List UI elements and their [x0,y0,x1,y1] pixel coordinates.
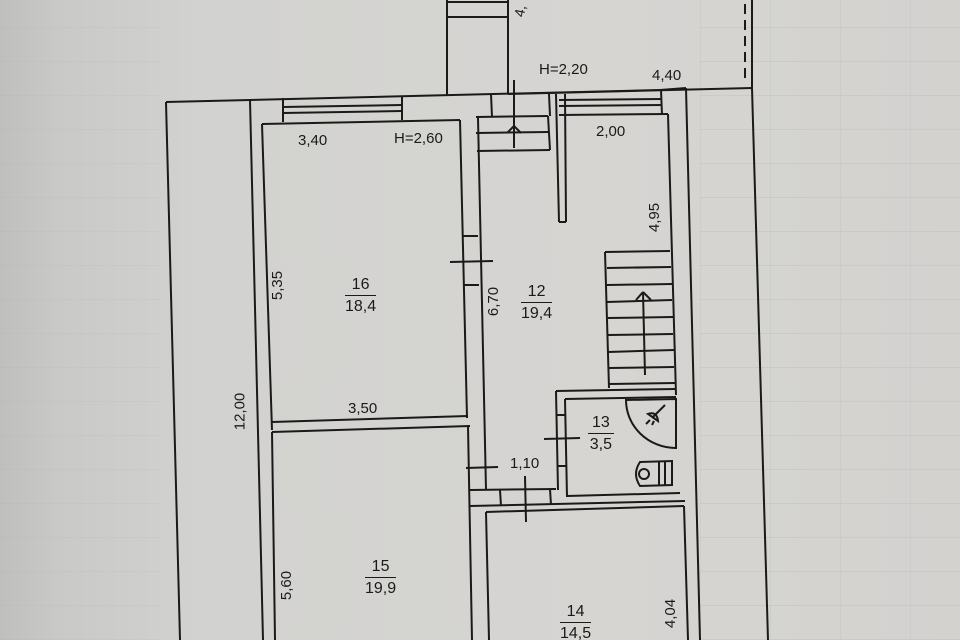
room-15-number: 15 [365,559,397,578]
room-14-area: 14,5 [560,625,592,640]
dim-annex-width: 4,40 [652,67,682,84]
room-12-area: 19,4 [521,305,553,322]
room-13-walls [543,388,681,498]
height-main: H=2,60 [394,130,443,147]
room-15-label: 15 19,9 [365,559,397,597]
room-16-area: 18,4 [345,298,377,315]
dim-overall-length: 12,00 [231,392,249,431]
staircase [604,250,676,389]
room-14-walls [485,505,689,640]
room-14-number: 14 [560,604,592,623]
window-room-12 [558,89,677,396]
toilet-fixture [635,459,673,488]
dim-room15-length: 5,60 [278,570,296,601]
dim-corridor-width: 1,10 [510,455,540,472]
window-room-16 [282,96,403,122]
dim-stair-side: 4,95 [646,202,664,233]
room-12-label: 12 19,4 [521,284,553,322]
room-15-area: 19,9 [365,580,397,597]
left-extension-outline [165,99,251,640]
shower-fixture [624,397,677,449]
door-room16-room12 [449,235,494,286]
annex-outline [446,0,753,96]
room-16-number: 16 [345,277,377,296]
background-table-grid [700,0,960,640]
height-annex: H=2,20 [539,61,588,78]
dim-top-right-room: 2,00 [596,123,626,140]
room-13-number: 13 [588,415,614,434]
background-grid-left [0,0,160,640]
room-13-label: 13 3,5 [588,415,614,453]
room-13-area: 3,5 [589,436,613,453]
room-15-walls [271,425,473,640]
room-14-label: 14 14,5 [560,604,592,640]
dim-annex-partial: 4, [510,3,529,19]
corridor-door [465,466,686,523]
main-building-outer-wall [249,87,769,640]
dim-room16-width: 3,50 [348,400,378,417]
dim-room16-length: 5,35 [269,270,287,301]
room-16-walls [261,119,471,433]
dim-room12-length: 6,70 [485,286,503,317]
room-16-label: 16 18,4 [345,277,377,315]
dim-top-left: 3,40 [298,132,328,149]
dim-room14-length: 4,04 [662,598,680,629]
room-12-number: 12 [521,284,553,303]
